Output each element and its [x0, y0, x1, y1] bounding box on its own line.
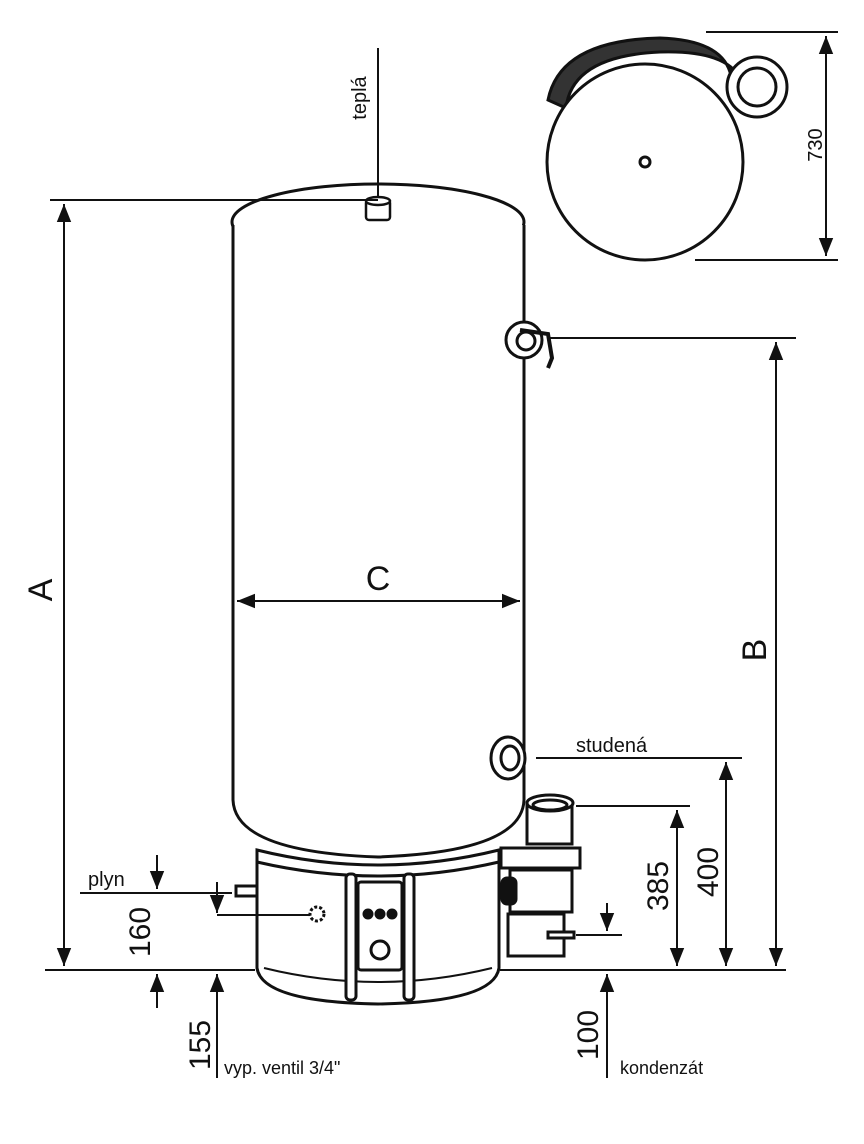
tank: [230, 182, 526, 859]
dimension-100-label: 100: [572, 1010, 605, 1060]
dimension-730-label: 730: [805, 128, 827, 161]
upper-side-connector: [504, 320, 555, 369]
dimension-c-label: C: [366, 560, 391, 598]
dimension-400-label: 400: [692, 847, 725, 897]
dimension-160-label: 160: [124, 907, 157, 957]
flue-column: [499, 793, 582, 958]
base-housing: [234, 848, 501, 1006]
hot-water-label: teplá: [349, 75, 371, 119]
dimension-385-label: 385: [642, 861, 675, 911]
tank-body: [231, 225, 526, 859]
top-view: [545, 36, 789, 262]
dimension-155-label: 155: [184, 1020, 217, 1070]
dimension-a-label: A: [22, 578, 60, 601]
gas-label: plyn: [88, 869, 125, 891]
drain-valve-label: vyp. ventil 3/4": [224, 1058, 340, 1078]
cold-inlet-connector: [489, 735, 527, 781]
cold-water-label: studená: [576, 735, 648, 757]
dimension-b-label: B: [736, 639, 774, 662]
dimension-lines: [45, 31, 838, 1078]
condensate-label: kondenzát: [620, 1058, 703, 1078]
